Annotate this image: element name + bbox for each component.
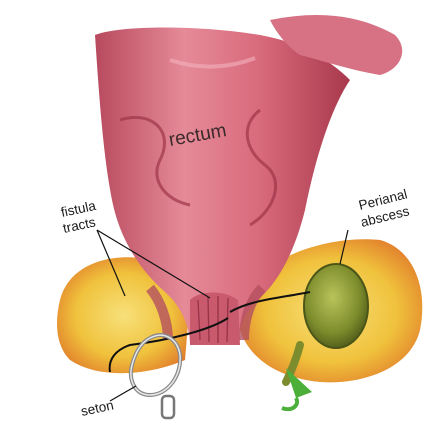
label-seton: seton [80,397,115,419]
